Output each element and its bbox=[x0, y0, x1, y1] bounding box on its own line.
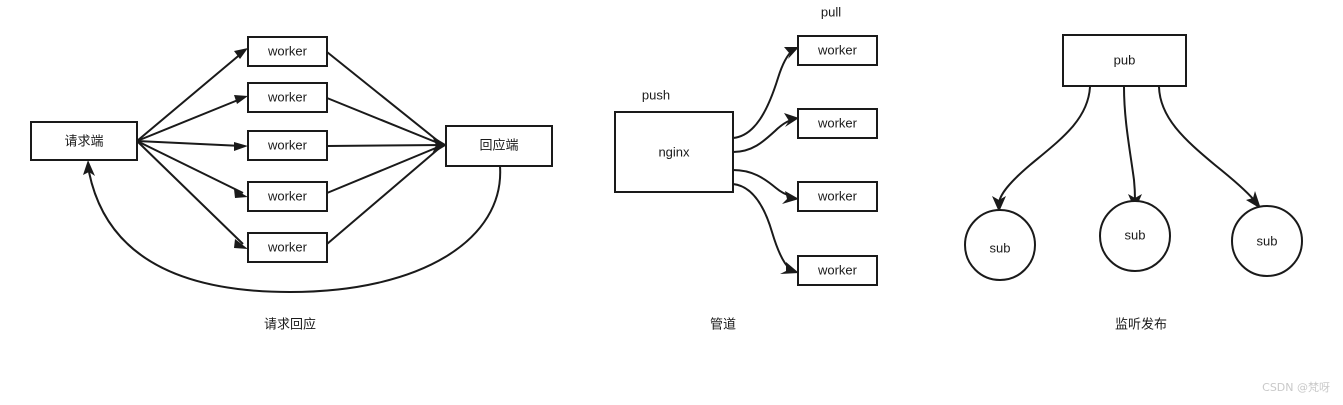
edge-requester-worker-1 bbox=[136, 51, 244, 142]
worker-label: worker bbox=[817, 115, 858, 130]
worker-box[interactable] bbox=[797, 35, 878, 66]
node-worker-4[interactable]: worker bbox=[247, 181, 328, 212]
node-requester[interactable]: 请求端 bbox=[30, 121, 138, 161]
nginx-box[interactable] bbox=[614, 111, 734, 193]
worker-box[interactable] bbox=[797, 255, 878, 286]
edge-worker-5-responder bbox=[326, 144, 444, 245]
worker-box[interactable] bbox=[247, 181, 328, 212]
node-pub[interactable]: pub bbox=[1062, 34, 1187, 87]
edge-nginx-worker-3 bbox=[732, 169, 792, 197]
sub-circle[interactable] bbox=[964, 209, 1036, 281]
worker-box[interactable] bbox=[247, 232, 328, 263]
worker-label: worker bbox=[817, 188, 858, 203]
worker-label: worker bbox=[267, 43, 308, 58]
arrow-head-workers-responder bbox=[432, 136, 447, 154]
arrow-head-nginx-worker-2 bbox=[784, 113, 799, 127]
edge-nginx-worker-2 bbox=[732, 119, 792, 153]
edges-workers-to-responder bbox=[326, 51, 447, 245]
edge-pub-sub-2 bbox=[1123, 86, 1136, 201]
sub-label: sub bbox=[990, 240, 1011, 255]
edge-pub-sub-1 bbox=[998, 86, 1091, 204]
edge-responder-to-requester bbox=[83, 160, 502, 294]
requester-label: 请求端 bbox=[64, 135, 103, 150]
feedback-curve bbox=[88, 165, 502, 294]
arrow-head-pub-sub-1 bbox=[992, 196, 1006, 212]
caption-request-reply: 请求回应 bbox=[264, 317, 316, 333]
arrow-head-requester-worker-3 bbox=[234, 142, 248, 151]
edge-pub-sub-3 bbox=[1158, 86, 1255, 201]
arrow-head-requester-worker-4 bbox=[234, 189, 248, 198]
edges-pub-to-subs bbox=[992, 86, 1261, 212]
worker-label: worker bbox=[267, 188, 308, 203]
arrow-head-pub-sub-3 bbox=[1246, 191, 1261, 209]
nginx-label: nginx bbox=[658, 144, 690, 159]
pull-label: pull bbox=[821, 4, 841, 19]
edge-worker-1-responder bbox=[326, 51, 444, 146]
worker-label: worker bbox=[817, 262, 858, 277]
arrow-head-nginx-worker-3 bbox=[782, 191, 799, 204]
sub-circle[interactable] bbox=[1099, 200, 1171, 272]
worker-label: worker bbox=[267, 239, 308, 254]
node-pipeline-worker-1[interactable]: worker bbox=[797, 35, 878, 66]
arrow-head-feedback bbox=[83, 160, 95, 176]
node-sub-3[interactable]: sub bbox=[1231, 205, 1303, 277]
caption-pub-sub: 监听发布 bbox=[1115, 317, 1167, 333]
diagram-pub-sub: pub sub sub sub 监听发布 bbox=[964, 34, 1303, 333]
edge-requester-worker-4 bbox=[136, 140, 244, 194]
responder-box[interactable] bbox=[445, 125, 553, 167]
arrow-head-nginx-worker-1 bbox=[784, 47, 799, 59]
edge-requester-worker-5 bbox=[136, 140, 244, 245]
sub-circle[interactable] bbox=[1231, 205, 1303, 277]
pub-box[interactable] bbox=[1062, 34, 1187, 87]
node-sub-1[interactable]: sub bbox=[964, 209, 1036, 281]
responder-label: 回应端 bbox=[479, 138, 518, 154]
edge-nginx-worker-1 bbox=[732, 49, 794, 139]
watermark: CSDN @梵呀 bbox=[1262, 381, 1330, 394]
node-pipeline-worker-3[interactable]: worker bbox=[797, 181, 878, 212]
diagram-request-reply: 请求端 worker worker worker worker worker 回… bbox=[30, 36, 553, 333]
edge-worker-3-responder bbox=[326, 144, 444, 147]
edge-requester-worker-3 bbox=[136, 140, 243, 147]
node-pipeline-worker-4[interactable]: worker bbox=[797, 255, 878, 286]
edges-nginx-to-workers bbox=[732, 47, 799, 274]
sub-label: sub bbox=[1125, 227, 1146, 242]
worker-box[interactable] bbox=[247, 36, 328, 67]
node-worker-1[interactable]: worker bbox=[247, 36, 328, 67]
node-pipeline-worker-2[interactable]: worker bbox=[797, 108, 878, 139]
worker-label: worker bbox=[267, 137, 308, 152]
edge-nginx-worker-4 bbox=[732, 183, 791, 270]
worker-box[interactable] bbox=[797, 108, 878, 139]
worker-label: worker bbox=[817, 42, 858, 57]
node-worker-3[interactable]: worker bbox=[247, 130, 328, 161]
node-responder[interactable]: 回应端 bbox=[445, 125, 553, 167]
worker-box[interactable] bbox=[247, 82, 328, 113]
caption-pipeline: 管道 bbox=[710, 318, 736, 333]
pub-label: pub bbox=[1114, 52, 1136, 67]
worker-box[interactable] bbox=[797, 181, 878, 212]
worker-label: worker bbox=[267, 89, 308, 104]
requester-box[interactable] bbox=[30, 121, 138, 161]
arrow-head-requester-worker-5 bbox=[234, 239, 248, 249]
arrow-head-requester-worker-2 bbox=[234, 95, 248, 104]
node-worker-5[interactable]: worker bbox=[247, 232, 328, 263]
arrow-head-requester-worker-1 bbox=[234, 48, 248, 59]
arrow-head-nginx-worker-4 bbox=[780, 262, 799, 274]
sub-label: sub bbox=[1257, 233, 1278, 248]
edge-worker-4-responder bbox=[326, 144, 444, 194]
edge-requester-worker-2 bbox=[136, 97, 244, 142]
diagram-pipeline: nginx push pull worker worker worker wor… bbox=[614, 4, 878, 333]
node-sub-2[interactable]: sub bbox=[1099, 200, 1171, 272]
node-worker-2[interactable]: worker bbox=[247, 82, 328, 113]
push-label: push bbox=[642, 87, 670, 102]
edges-requester-to-workers bbox=[136, 48, 248, 249]
edge-worker-2-responder bbox=[326, 97, 444, 146]
node-nginx[interactable]: nginx bbox=[614, 111, 734, 193]
worker-box[interactable] bbox=[247, 130, 328, 161]
